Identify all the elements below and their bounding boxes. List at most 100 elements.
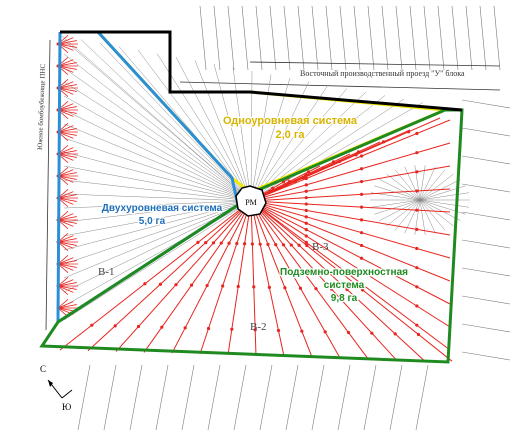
sprinkler-dot [304, 189, 308, 193]
grey-ray [63, 200, 252, 321]
map-grid-line [461, 295, 511, 305]
grey-ray [379, 199, 421, 221]
sprinkler-dot [359, 218, 364, 222]
grey-ray [63, 81, 252, 202]
grey-ray [80, 39, 252, 202]
grey-ray [61, 35, 252, 202]
grey-ray [386, 173, 421, 201]
left-fan-ray [57, 128, 77, 133]
center-label: РМ [245, 198, 257, 207]
sprinkler-dot [415, 131, 419, 136]
grey-ray [386, 199, 421, 227]
grey-ray [250, 84, 329, 202]
grey-ray [63, 137, 252, 202]
map-grid-line [285, 364, 299, 431]
grey-ray [419, 169, 446, 201]
sprinkler-dot [416, 332, 421, 337]
sprinkler-dot [143, 282, 147, 286]
map-grid-line [409, 5, 417, 71]
sprinkler-dot [406, 130, 411, 134]
map-grid-line [353, 5, 361, 71]
left-fan-ray [57, 191, 74, 199]
sprinkler-dot [415, 285, 419, 289]
map-grid-line [461, 155, 511, 165]
left-fan-ray [57, 257, 74, 265]
map-grid-line [461, 127, 511, 137]
sprinkler-dot [359, 192, 364, 196]
map-grid-line [437, 5, 445, 71]
yellow-system-name: Одноуровневая система [223, 115, 358, 127]
sprinkler-dot [359, 269, 364, 273]
sprinkler-dot [266, 242, 270, 246]
left-fan-ray [57, 282, 77, 287]
map-grid-line [181, 364, 195, 431]
map-grid-line [269, 5, 277, 71]
sprinkler-dot [196, 240, 200, 244]
sprinkler-dot [361, 288, 365, 292]
sprinkler-dot [359, 256, 364, 260]
map-grid-line [337, 364, 351, 431]
top-street-label: Восточный производственный проезд "У" бл… [300, 69, 465, 78]
map-grid-line [461, 99, 511, 109]
sprinkler-dot [113, 324, 117, 328]
left-fan-ray [57, 169, 74, 177]
sprinkler-dot [301, 176, 306, 180]
sprinkler-dot [304, 202, 308, 206]
sprinkler-dot [329, 287, 334, 291]
sprinkler-dot [136, 324, 141, 329]
map-grid-line [311, 364, 325, 431]
grey-ray [419, 166, 436, 201]
sprinkler-dot [359, 154, 364, 158]
sprinkler-dot [253, 328, 257, 332]
grey-ray [137, 49, 252, 202]
map-grid-line [363, 364, 377, 431]
map-grid-line [259, 364, 273, 431]
map-grid-line [297, 5, 305, 71]
sprinkler-dot [236, 284, 240, 289]
grey-ray [419, 199, 446, 231]
sprinkler-dot [227, 241, 231, 245]
outer-site-boundary [60, 30, 463, 112]
sprinkler-dot [230, 327, 234, 331]
map-grid-line [461, 239, 511, 249]
grey-ray [63, 200, 252, 265]
left-fan-ray [57, 153, 77, 158]
yellow-zone-boundary [96, 30, 446, 194]
grey-ray [404, 166, 421, 201]
sprinkler-dot [354, 153, 358, 157]
sprinkler-dot [415, 227, 419, 231]
central-pump-station: РМ [235, 185, 267, 217]
left-fan-ray [57, 106, 77, 111]
compass-south-label: Ю [62, 402, 71, 412]
grey-ray [419, 173, 454, 201]
street-line [179, 81, 501, 91]
map-grid-line [461, 267, 511, 277]
grey-ray [63, 200, 252, 251]
left-fan-ray [57, 260, 77, 265]
red-irrigation-rays [59, 117, 453, 362]
grey-ray [250, 81, 310, 202]
grey-ray [63, 151, 252, 202]
sprinkler-dot [345, 287, 349, 292]
background-map-lines [45, 5, 511, 431]
grey-ray [250, 70, 253, 202]
grey-ray [194, 60, 252, 202]
sprinkler-dot [258, 242, 262, 246]
left-fan-ray [57, 301, 74, 309]
left-fan-ray [57, 299, 69, 309]
sprinkler-dot [304, 215, 308, 219]
sprinkler-dot [359, 282, 364, 286]
left-fan-ray [57, 150, 77, 155]
grey-ray [374, 185, 421, 201]
sprinkler-dot [415, 151, 419, 155]
grey-ray [379, 179, 421, 201]
sprinkler-dot [211, 241, 216, 245]
left-fan-ray [57, 175, 77, 180]
sprinkler-dot [415, 266, 419, 270]
sprinkler-dot [304, 228, 308, 232]
sprinkler-dot [204, 241, 208, 245]
left-street-label: Южное бомбоубежище ПНС [36, 63, 47, 150]
sprinkler-dot [393, 332, 397, 336]
sprinkler-dot [304, 208, 308, 213]
